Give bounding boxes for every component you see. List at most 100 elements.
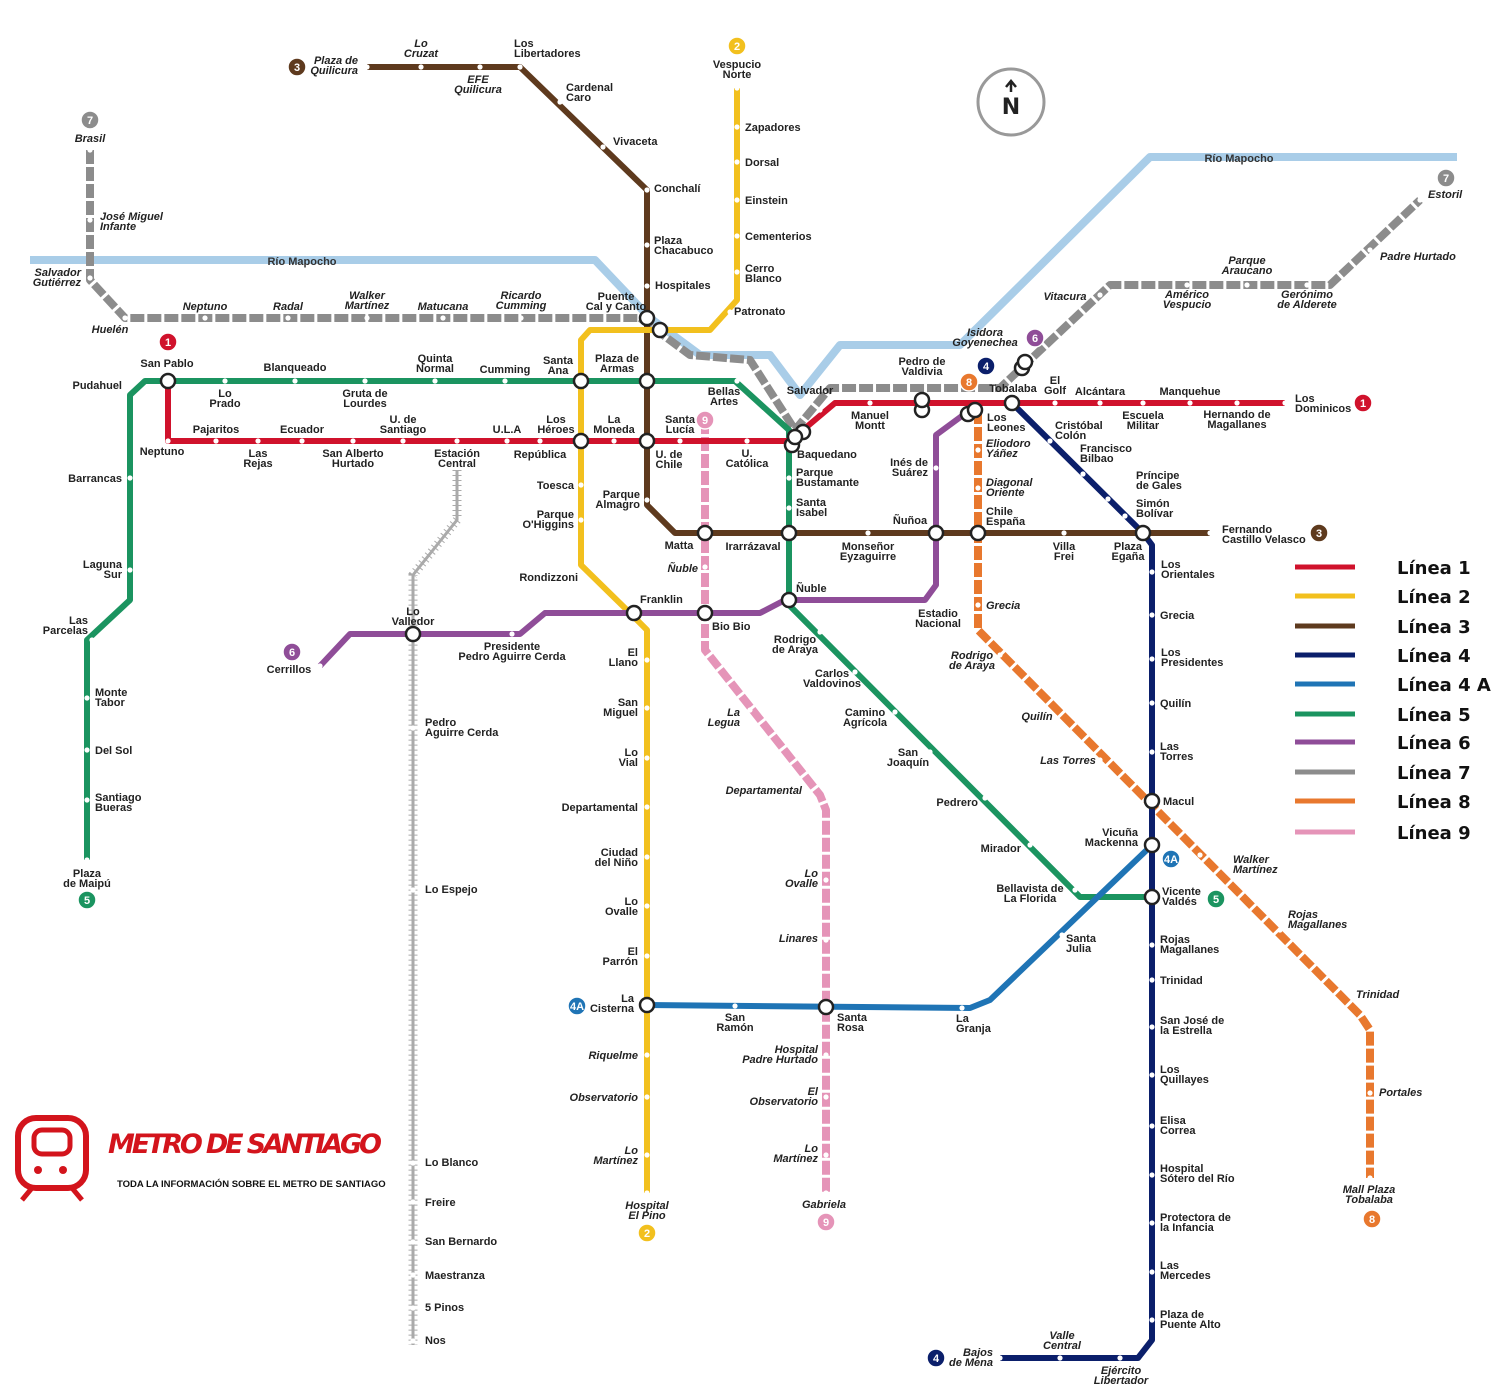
station-dot[interactable]	[1149, 1172, 1155, 1178]
station-dot[interactable]	[1184, 282, 1190, 288]
station-label[interactable]: Departamental	[726, 785, 803, 797]
station-dot[interactable]	[410, 1272, 416, 1278]
station-dot[interactable]	[1347, 992, 1353, 998]
station-label[interactable]: Dorsal	[745, 157, 779, 169]
station-dot[interactable]	[87, 217, 93, 223]
interchange-station-marker[interactable]	[638, 309, 656, 327]
station-label[interactable]: Trinidad	[1160, 975, 1203, 987]
interchange-station-marker[interactable]	[159, 372, 177, 390]
interchange-station-marker[interactable]	[1143, 836, 1161, 854]
station-dot[interactable]	[1149, 569, 1155, 575]
station-dot[interactable]	[557, 99, 563, 105]
station-label[interactable]: Ecuador	[280, 424, 325, 436]
station-dot[interactable]	[867, 400, 873, 406]
interchange-station-marker[interactable]	[1143, 888, 1161, 906]
station-dot[interactable]	[1047, 438, 1053, 444]
station-dot[interactable]	[1149, 1024, 1155, 1030]
station-dot[interactable]	[865, 530, 871, 536]
station-label[interactable]: Pedrero	[936, 797, 978, 809]
station-label[interactable]: Pudahuel	[72, 380, 122, 392]
line-badge[interactable]: 7	[80, 110, 100, 130]
station-dot[interactable]	[975, 447, 981, 453]
interchange-station-marker[interactable]	[966, 401, 984, 419]
station-label[interactable]: Blanqueado	[264, 362, 327, 374]
station-dot[interactable]	[127, 383, 133, 389]
station-dot[interactable]	[410, 1305, 416, 1311]
station-dot[interactable]	[644, 1190, 650, 1196]
station-label[interactable]: Hospitales	[655, 280, 711, 292]
station-label[interactable]: Portales	[1379, 1087, 1422, 1099]
station-dot[interactable]	[410, 725, 416, 731]
station-dot[interactable]	[734, 85, 740, 91]
station-label[interactable]: U.L.A	[493, 424, 522, 436]
station-dot[interactable]	[504, 438, 510, 444]
station-label[interactable]: Irarrázaval	[725, 541, 780, 553]
station-dot[interactable]	[1244, 282, 1250, 288]
station-label[interactable]: Ñuble	[796, 582, 827, 595]
station-dot[interactable]	[997, 652, 1003, 658]
station-dot[interactable]	[1367, 247, 1373, 253]
station-dot[interactable]	[84, 797, 90, 803]
station-label[interactable]: San Pablo	[140, 358, 193, 370]
station-dot[interactable]	[975, 602, 981, 608]
station-label[interactable]: Matta	[665, 540, 695, 552]
line-badge[interactable]: 3	[1309, 523, 1329, 543]
station-label[interactable]: Vivaceta	[613, 136, 658, 148]
station-dot[interactable]	[1097, 292, 1103, 298]
station-label[interactable]: Las Torres	[1040, 755, 1096, 767]
station-dot[interactable]	[1080, 471, 1086, 477]
line-badge[interactable]: 7	[1436, 168, 1456, 188]
station-label[interactable]: Cementerios	[745, 231, 812, 243]
station-dot[interactable]	[644, 1094, 650, 1100]
station-dot[interactable]	[410, 1160, 416, 1166]
station-dot[interactable]	[677, 438, 683, 444]
station-dot[interactable]	[1052, 714, 1058, 720]
station-dot[interactable]	[786, 475, 792, 481]
station-dot[interactable]	[823, 877, 829, 883]
station-label[interactable]: Huelén	[92, 324, 129, 336]
station-dot[interactable]	[84, 857, 90, 863]
station-dot[interactable]	[786, 505, 792, 511]
line-badge[interactable]: 9	[695, 410, 715, 430]
station-dot[interactable]	[1097, 757, 1103, 763]
station-dot[interactable]	[644, 854, 650, 860]
station-dot[interactable]	[440, 315, 446, 321]
station-label[interactable]: Nos	[425, 1335, 446, 1347]
station-dot[interactable]	[744, 438, 750, 444]
station-label[interactable]: Tobalaba	[989, 383, 1037, 395]
station-dot[interactable]	[255, 438, 261, 444]
station-label[interactable]: Quilín	[1160, 698, 1191, 710]
station-dot[interactable]	[410, 1239, 416, 1245]
station-dot[interactable]	[432, 378, 438, 384]
station-dot[interactable]	[1149, 1123, 1155, 1129]
station-dot[interactable]	[1117, 1355, 1123, 1361]
station-label[interactable]: Franklin	[640, 594, 683, 606]
station-label[interactable]: San Bernardo	[425, 1236, 497, 1248]
station-label[interactable]: U.Católica	[726, 448, 770, 470]
